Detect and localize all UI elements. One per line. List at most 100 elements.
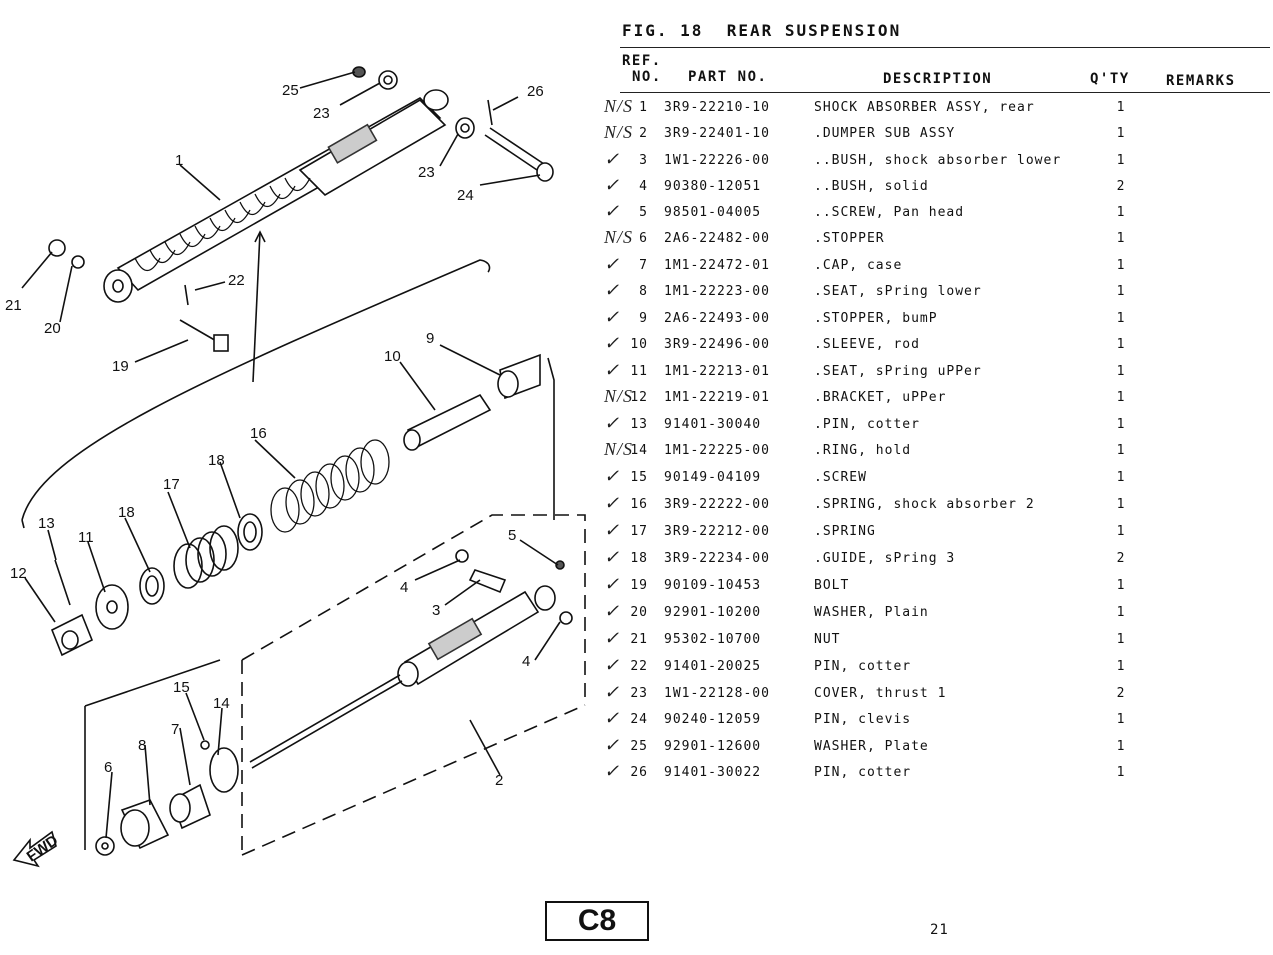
description: .SPRING: [814, 524, 876, 539]
ref-no: 8: [639, 284, 648, 299]
part-no: 1M1-22219-01: [664, 390, 770, 405]
qty: 1: [1116, 100, 1126, 115]
ref-no: 7: [639, 258, 648, 273]
callout: 2: [495, 772, 503, 789]
callout: 18: [208, 452, 225, 469]
part-no: 1M1-22213-01: [664, 364, 770, 379]
callout: 25: [282, 82, 299, 99]
ref-no: 16: [630, 497, 648, 512]
qty: 1: [1116, 605, 1126, 620]
callout: 8: [138, 737, 146, 754]
part-no: 90380-12051: [664, 179, 762, 194]
part-no: 3R9-22401-10: [664, 126, 770, 141]
callout: 14: [213, 695, 230, 712]
part-no: 2A6-22482-00: [664, 231, 770, 246]
description: ..SCREW, Pan head: [814, 205, 965, 220]
description: .RING, hold: [814, 443, 912, 458]
callout: 13: [38, 515, 55, 532]
qty: 1: [1116, 126, 1126, 141]
part-no: 91401-20025: [664, 659, 762, 674]
description: NUT: [814, 632, 841, 647]
page-number: 21: [930, 922, 949, 938]
description: SHOCK ABSORBER ASSY, rear: [814, 100, 1035, 115]
ref-no: 13: [630, 417, 648, 432]
callout: 23: [418, 164, 435, 181]
description: .GUIDE, sPring 3: [814, 551, 956, 566]
header-description: DESCRIPTION: [883, 71, 993, 87]
check-mark: ✓: [604, 280, 621, 300]
check-mark: ✓: [604, 547, 621, 567]
description: PIN, clevis: [814, 712, 912, 727]
figure-label: FIG. 18: [622, 21, 704, 40]
qty: 1: [1116, 632, 1126, 647]
qty: 1: [1116, 153, 1126, 168]
check-mark: N/S: [604, 227, 634, 247]
ref-no: 4: [639, 179, 648, 194]
part-no: 2A6-22493-00: [664, 311, 770, 326]
ref-no: 19: [630, 578, 648, 593]
qty: 1: [1116, 390, 1126, 405]
part-no: 3R9-22212-00: [664, 524, 770, 539]
callout: 7: [171, 721, 179, 738]
check-mark: ✓: [604, 520, 621, 540]
qty: 1: [1116, 417, 1126, 432]
description: BOLT: [814, 578, 850, 593]
ref-no: 25: [630, 739, 648, 754]
description: ..BUSH, solid: [814, 179, 929, 194]
check-mark: ✓: [604, 761, 621, 781]
callout-labels: 1 2 3 4 4 5 6 7 8 9 10 11 12 13 14 15 16…: [5, 82, 544, 789]
check-mark: ✓: [604, 735, 621, 755]
description: .STOPPER: [814, 231, 885, 246]
check-mark: ✓: [604, 333, 621, 353]
ref-no: 17: [630, 524, 648, 539]
ref-no: 6: [639, 231, 648, 246]
description: .BRACKET, uPPer: [814, 390, 947, 405]
part-no: 1M1-22223-00: [664, 284, 770, 299]
description: COVER, thrust 1: [814, 686, 947, 701]
qty: 1: [1116, 712, 1126, 727]
check-mark: ✓: [604, 708, 621, 728]
part-no: 3R9-22210-10: [664, 100, 770, 115]
callout: 17: [163, 476, 180, 493]
check-mark: N/S: [604, 386, 634, 406]
callout: 21: [5, 297, 22, 314]
ref-no: 15: [630, 470, 648, 485]
callout: 1: [175, 152, 183, 169]
check-mark: ✓: [604, 682, 621, 702]
check-mark: ✓: [604, 149, 621, 169]
check-mark: N/S: [604, 439, 634, 459]
header-ref-line1: REF.: [622, 53, 662, 69]
description: PIN, cotter: [814, 765, 912, 780]
part-no: 91401-30022: [664, 765, 762, 780]
header-divider: [620, 92, 1270, 93]
callout: 16: [250, 425, 267, 442]
ref-no: 14: [630, 443, 648, 458]
check-mark: ✓: [604, 254, 621, 274]
callout: 26: [527, 83, 544, 100]
part-no: 90109-10453: [664, 578, 762, 593]
ref-no: 23: [630, 686, 648, 701]
qty: 1: [1116, 765, 1126, 780]
qty: 1: [1116, 205, 1126, 220]
qty: 1: [1116, 258, 1126, 273]
description: WASHER, Plain: [814, 605, 929, 620]
callout: 4: [400, 579, 408, 596]
part-no: 91401-30040: [664, 417, 762, 432]
qty: 1: [1116, 739, 1126, 754]
part-no: 92901-12600: [664, 739, 762, 754]
check-mark: ✓: [604, 307, 621, 327]
callout: 12: [10, 565, 27, 582]
ref-no: 9: [639, 311, 648, 326]
qty: 2: [1116, 686, 1126, 701]
description: ..BUSH, shock absorber lower: [814, 153, 1062, 168]
callout: 6: [104, 759, 112, 776]
